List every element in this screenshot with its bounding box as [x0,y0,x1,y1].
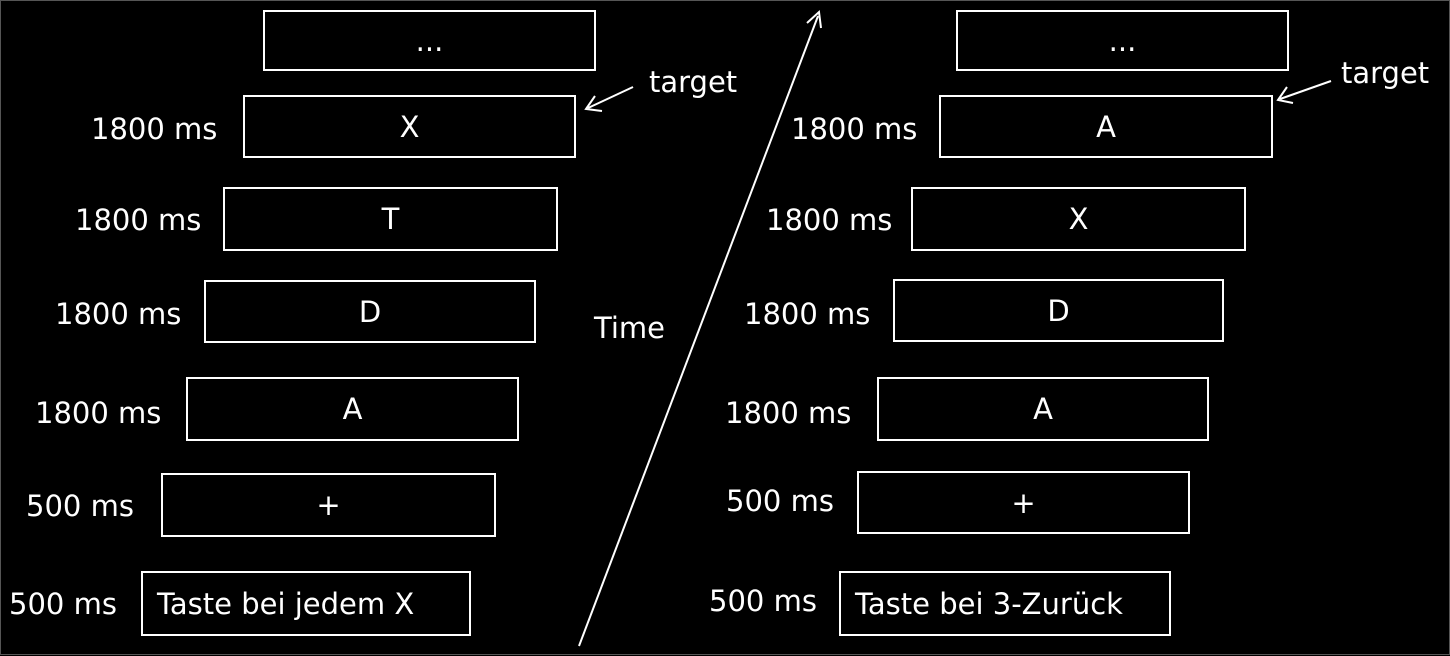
time-arrow [578,9,822,647]
right-frame-2-stimulus: X [1068,202,1089,236]
right-frame-4-stimulus: A [1033,392,1053,426]
left-frame-3-duration: 1800 ms [55,297,182,331]
left-frame-continuation: ... [263,10,596,71]
right-frame-1-target: A [939,95,1273,158]
right-frame-6-stimulus: Taste bei 3-Zurück [855,586,1123,621]
right-frame-2: X [911,187,1246,251]
right-frame-4-duration: 1800 ms [725,396,852,430]
left-frame-1-duration: 1800 ms [91,112,218,146]
left-frame-2: T [223,187,558,251]
right-frame-1-stimulus: A [1096,109,1116,144]
right-frame-1-duration: 1800 ms [791,112,918,146]
left-target-arrow-icon [584,86,634,112]
right-target-label: target [1341,56,1430,90]
left-frame-3-stimulus: D [358,294,382,329]
left-target-label: target [649,65,738,99]
right-frame-5-stimulus: + [1011,485,1036,520]
left-frame-5-duration: 500 ms [26,489,134,523]
right-frame-3-stimulus: D [1047,293,1070,328]
left-frame-2-duration: 1800 ms [75,203,202,237]
right-target-arrow-icon [1276,80,1332,104]
right-frame-4: A [877,377,1209,441]
left-frame-2-stimulus: T [381,202,400,236]
right-frame-3: D [893,279,1224,342]
right-frame-continuation: ... [956,10,1289,71]
time-label: Time [594,311,665,345]
left-frame-4-duration: 1800 ms [35,396,162,430]
left-frame-6-duration: 500 ms [9,587,117,621]
left-frame-0-stimulus: ... [415,23,444,58]
left-frame-5-fixation: + [161,473,496,537]
left-frame-4: A [186,377,519,441]
left-frame-3: D [204,280,536,343]
left-frame-6-stimulus: Taste bei jedem X [157,586,415,621]
right-frame-3-duration: 1800 ms [744,297,871,331]
right-frame-2-duration: 1800 ms [766,203,893,237]
left-frame-1-stimulus: X [399,109,420,144]
left-frame-4-stimulus: A [342,392,363,426]
right-frame-6-duration: 500 ms [709,584,817,618]
right-frame-5-fixation: + [857,471,1190,534]
right-frame-0-stimulus: ... [1108,23,1137,58]
right-frame-5-duration: 500 ms [726,484,834,518]
left-frame-6-instruction: Taste bei jedem X [141,571,471,636]
left-frame-1-target: X [243,95,576,158]
right-frame-6-instruction: Taste bei 3-Zurück [839,571,1171,636]
left-frame-5-stimulus: + [316,488,341,522]
